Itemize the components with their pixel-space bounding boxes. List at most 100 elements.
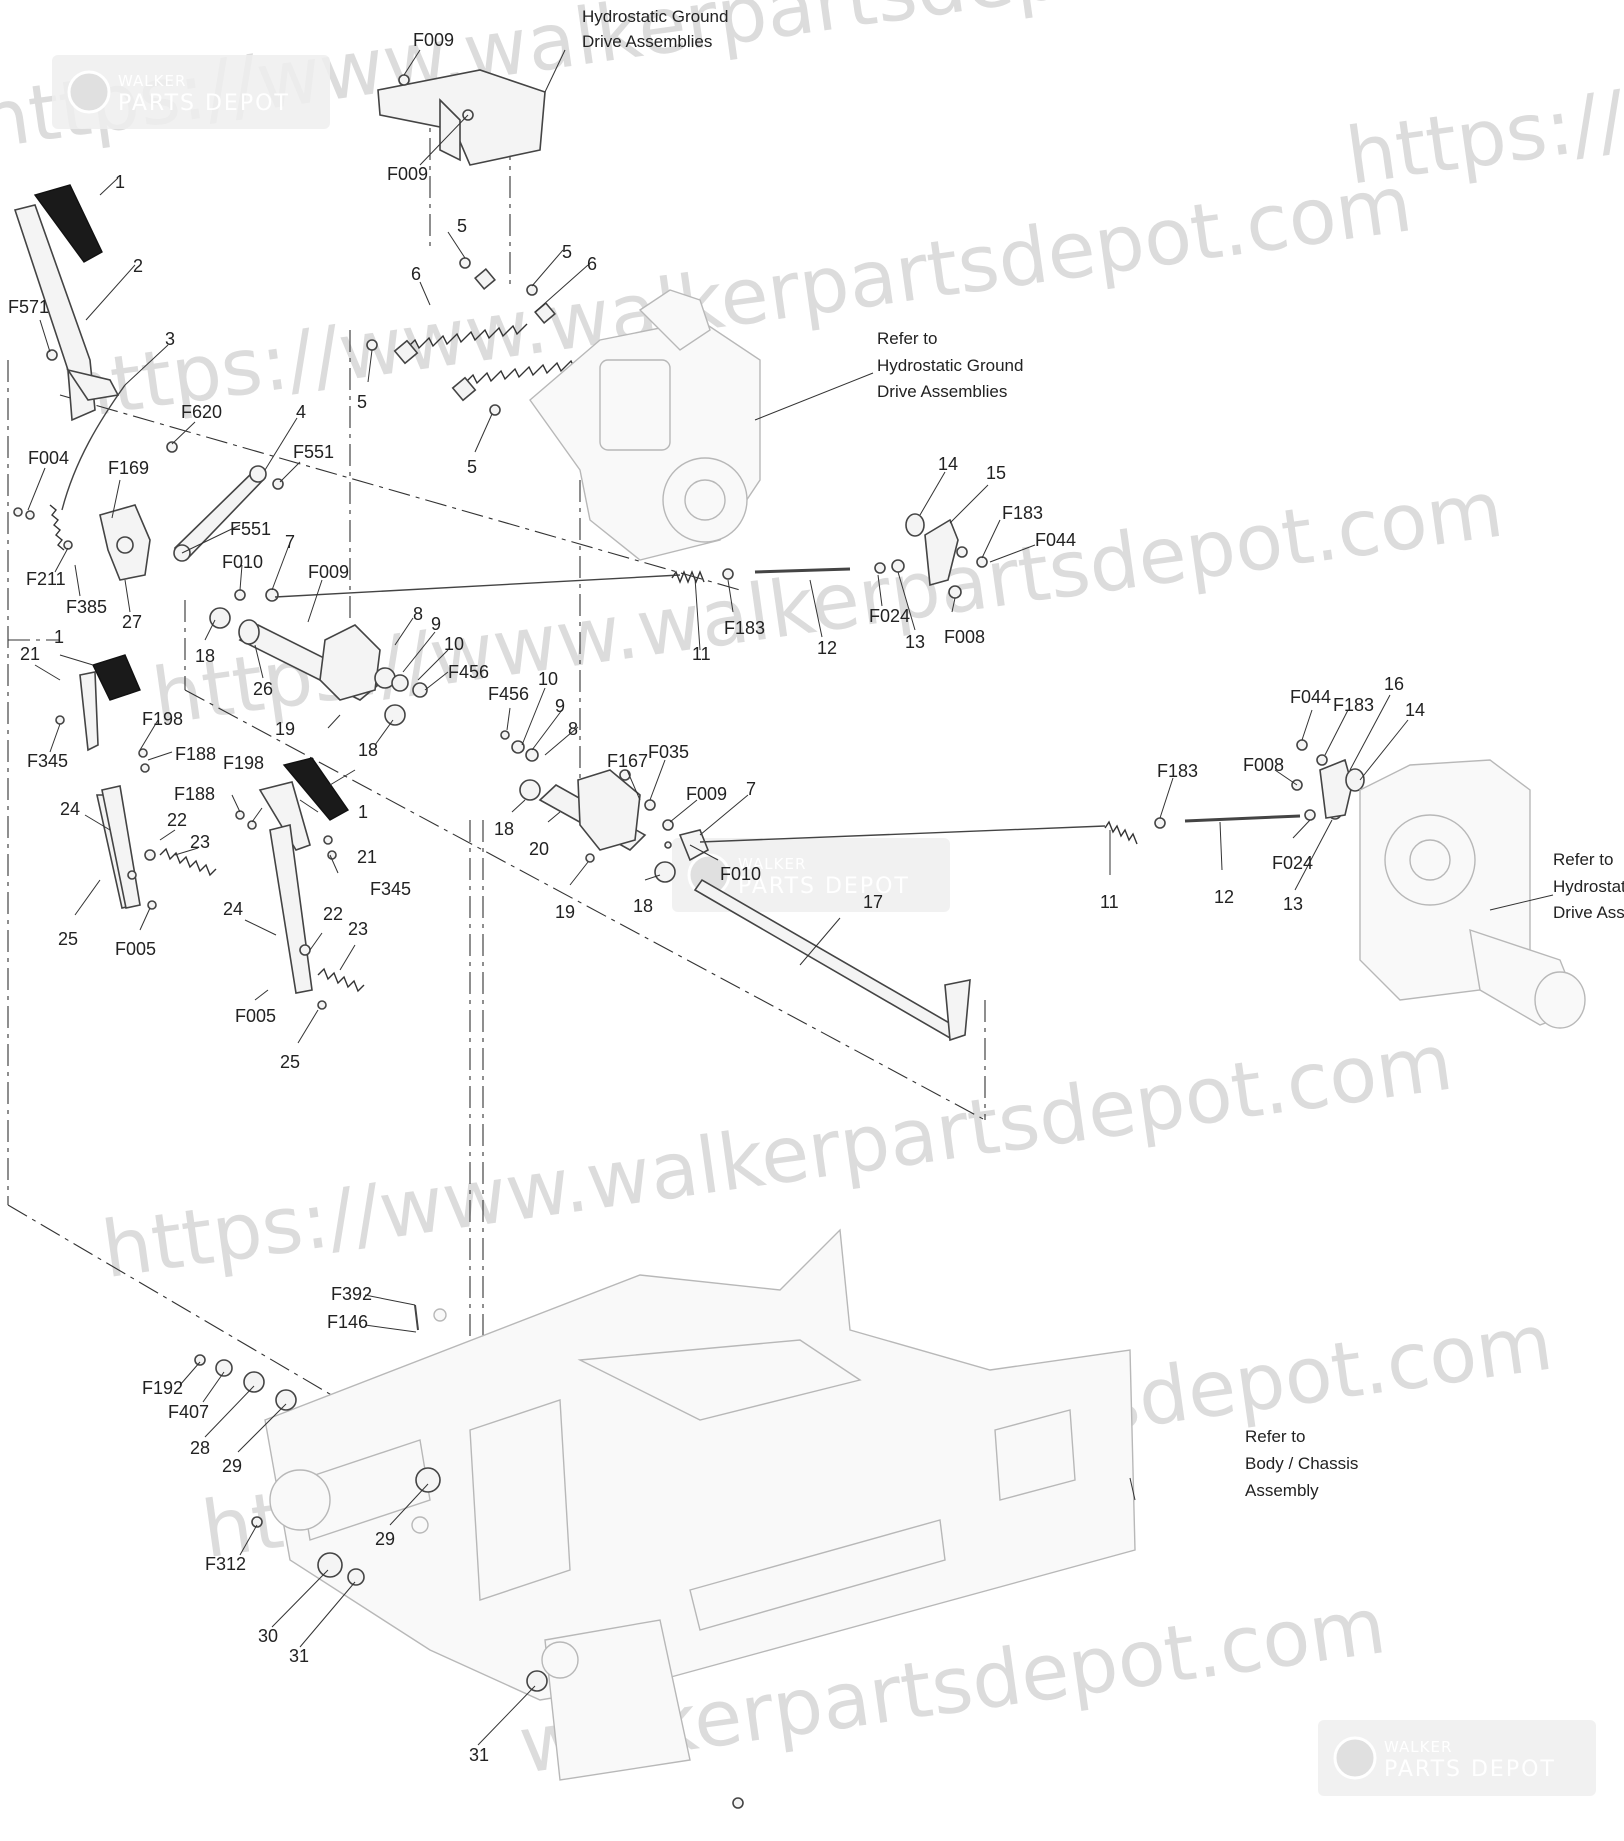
control-rod-upper xyxy=(274,559,905,598)
callout-label: 29 xyxy=(222,1456,242,1476)
callout-label: F211 xyxy=(26,569,66,589)
callout-label: F005 xyxy=(235,1006,276,1026)
callout-label: F345 xyxy=(27,751,68,771)
callout-label: 22 xyxy=(167,810,187,830)
hydrostatic-transmission-lower xyxy=(1359,759,1586,1029)
callout-label: 18 xyxy=(358,740,378,760)
callout-label: 13 xyxy=(905,632,925,652)
callout-label: 3 xyxy=(165,329,175,349)
callout-label: F167 xyxy=(607,751,648,771)
callout-label: 6 xyxy=(411,264,421,284)
note-hydro-top: Hydrostatic Ground xyxy=(582,7,728,26)
callout-label: F010 xyxy=(720,864,761,884)
callout-label: 5 xyxy=(357,392,367,412)
brand-logo-text: PARTS DEPOT xyxy=(1384,1757,1556,1782)
callout-label: F004 xyxy=(28,448,69,468)
callout-label: 21 xyxy=(20,644,40,664)
steering-lever-left xyxy=(13,184,120,422)
chassis-hardware xyxy=(194,1304,744,1809)
callout-label: 6 xyxy=(587,254,597,274)
pivot-assembly-lower xyxy=(500,730,710,883)
link-arm xyxy=(166,441,284,562)
note-body-chassis: Assembly xyxy=(1245,1481,1319,1500)
callout-label: F183 xyxy=(1002,503,1043,523)
callout-label: 30 xyxy=(258,1626,278,1646)
brand-logo-bottom-right: WALKER PARTS DEPOT xyxy=(1318,1720,1596,1796)
callout-label: F312 xyxy=(205,1554,246,1574)
callout-label: F345 xyxy=(370,879,411,899)
note-hydro-mid: Drive Assemblies xyxy=(877,382,1007,401)
callout-label: 22 xyxy=(323,904,343,924)
callout-label: F198 xyxy=(142,709,183,729)
callout-label: 2 xyxy=(133,256,143,276)
callout-label: F392 xyxy=(331,1284,372,1304)
callout-label: F192 xyxy=(142,1378,183,1398)
chassis-body xyxy=(264,1228,1136,1781)
callout-label: F407 xyxy=(168,1402,209,1422)
note-hydro-mid: Hydrostatic Ground xyxy=(877,356,1023,375)
steering-lever-mid xyxy=(55,654,150,909)
callout-label: F571 xyxy=(8,297,49,317)
callout-label: F009 xyxy=(308,562,349,582)
callout-label: F009 xyxy=(413,30,454,50)
callout-label: 1 xyxy=(358,802,368,822)
callout-label: 19 xyxy=(555,902,575,922)
steering-lever-right xyxy=(235,757,365,1010)
callout-label: F188 xyxy=(174,784,215,804)
brand-logo-text: PARTS DEPOT xyxy=(738,874,910,899)
callout-label: 14 xyxy=(1405,700,1425,720)
callout-label: F044 xyxy=(1290,687,1331,707)
callout-label: 26 xyxy=(253,679,273,699)
callout-label: 24 xyxy=(60,799,80,819)
callout-label: 12 xyxy=(1214,887,1234,907)
callout-label: 18 xyxy=(195,646,215,666)
callout-label: 31 xyxy=(469,1745,489,1765)
cross-shaft xyxy=(693,878,971,1042)
callout-label: 24 xyxy=(223,899,243,919)
callout-label: F385 xyxy=(66,597,107,617)
callout-labels: F009 F009 1 2 F571 3 5 6 5 6 5 5 F620 4 … xyxy=(8,30,1425,1765)
callout-label: 20 xyxy=(529,839,549,859)
callout-label: 27 xyxy=(122,612,142,632)
callout-label: F035 xyxy=(648,742,689,762)
callout-label: 4 xyxy=(296,402,306,422)
callout-label: F024 xyxy=(869,606,910,626)
callout-label: 23 xyxy=(348,919,368,939)
note-hydro-right: Drive Assem xyxy=(1553,903,1624,922)
spring-assembly-top xyxy=(366,257,586,416)
callout-label: F008 xyxy=(944,627,985,647)
callout-label: 18 xyxy=(494,819,514,839)
transmission-arm-upper xyxy=(905,513,988,599)
callout-label: 19 xyxy=(275,719,295,739)
callout-label: F005 xyxy=(115,939,156,959)
note-hydro-right: Hydrostatic xyxy=(1553,877,1624,896)
callout-label: 7 xyxy=(746,779,756,799)
brake-lever-left xyxy=(101,785,217,910)
callout-label: F456 xyxy=(448,662,489,682)
note-body-chassis: Body / Chassis xyxy=(1245,1454,1358,1473)
callout-label: 14 xyxy=(938,454,958,474)
pivot-shaft-upper xyxy=(209,588,428,726)
callout-label: 16 xyxy=(1384,674,1404,694)
note-hydro-mid: Refer to xyxy=(877,329,937,348)
callout-label: 18 xyxy=(633,896,653,916)
watermark-text: https:// xyxy=(1341,75,1624,203)
brand-logo-text: PARTS DEPOT xyxy=(118,91,290,116)
callout-label: F044 xyxy=(1035,530,1076,550)
callout-label: F008 xyxy=(1243,755,1284,775)
callout-label: 28 xyxy=(190,1438,210,1458)
callout-label: 5 xyxy=(562,242,572,262)
callout-label: 1 xyxy=(54,627,64,647)
callout-label: 10 xyxy=(444,634,464,654)
callout-label: 1 xyxy=(115,172,125,192)
callout-label: 7 xyxy=(285,532,295,552)
callout-label: 17 xyxy=(863,892,883,912)
callout-label: F024 xyxy=(1272,853,1313,873)
callout-label: F551 xyxy=(293,442,334,462)
callout-label: F009 xyxy=(387,164,428,184)
callout-label: 31 xyxy=(289,1646,309,1666)
callout-label: F146 xyxy=(327,1312,368,1332)
callout-label: 5 xyxy=(457,216,467,236)
callout-label: F620 xyxy=(181,402,222,422)
